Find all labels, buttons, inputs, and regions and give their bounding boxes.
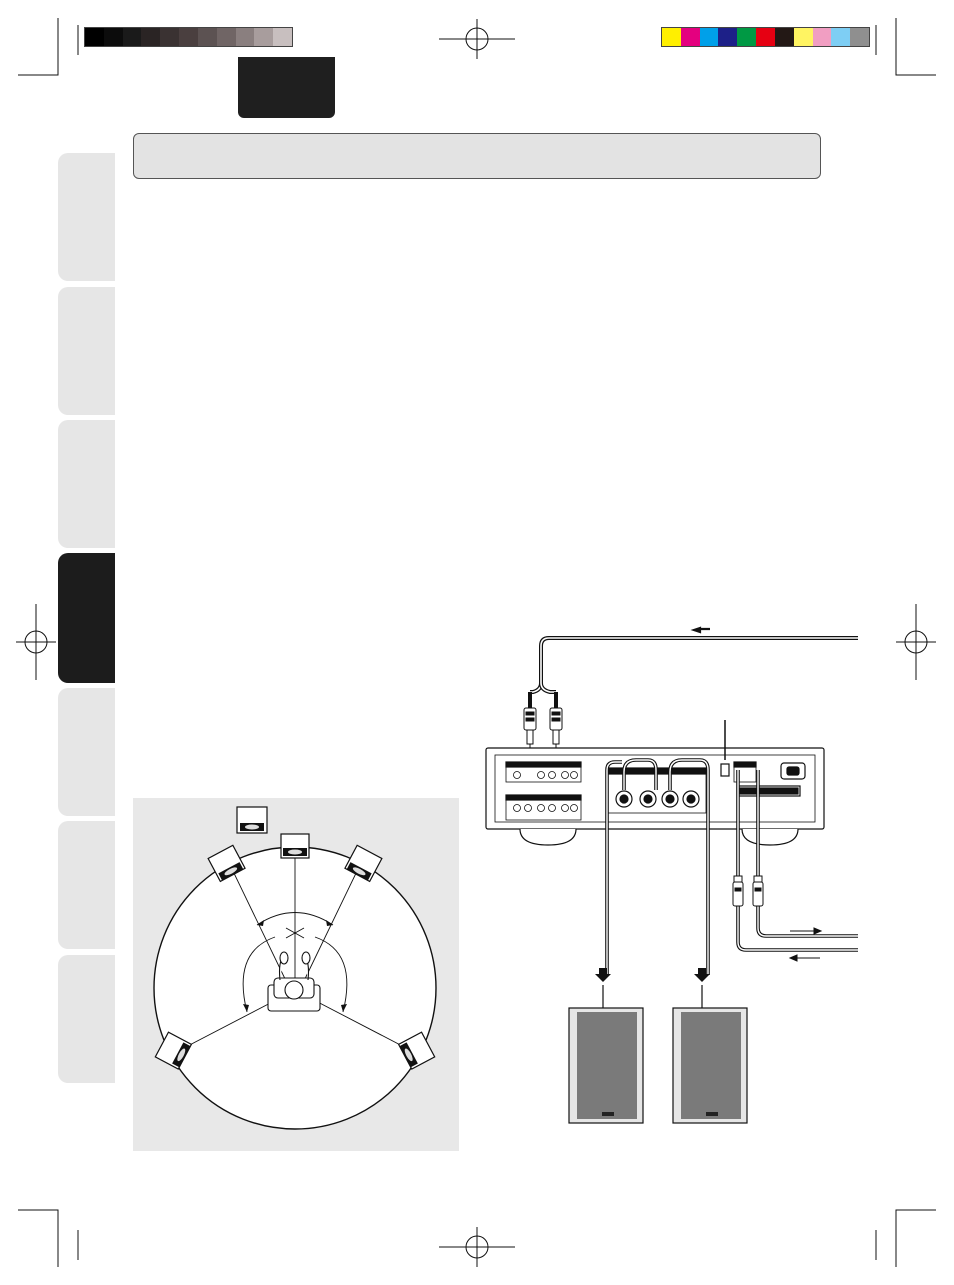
- listener-icon: [267, 951, 321, 1012]
- color-swatch: [793, 28, 813, 46]
- rca-plug-icon: [549, 707, 563, 758]
- speaker-icon: [280, 833, 310, 859]
- grayscale-calibration-bar: [84, 27, 293, 47]
- color-swatch: [718, 28, 738, 46]
- side-tab-3[interactable]: [58, 420, 115, 548]
- speaker-icon: [154, 1031, 193, 1070]
- gray-swatch: [85, 28, 104, 46]
- language-block: [238, 57, 335, 118]
- color-swatch: [774, 28, 794, 46]
- color-swatch: [850, 28, 869, 46]
- gray-swatch: [141, 28, 161, 46]
- arrow-icon: [595, 968, 710, 982]
- gray-swatch: [160, 28, 180, 46]
- side-tab-4[interactable]: [58, 553, 115, 683]
- color-swatch: [812, 28, 832, 46]
- color-swatch: [737, 28, 757, 46]
- color-swatch: [662, 28, 681, 46]
- gray-swatch: [122, 28, 142, 46]
- color-calibration-bar: [661, 27, 870, 47]
- gray-swatch: [273, 28, 292, 46]
- side-tab-6[interactable]: [58, 821, 115, 949]
- side-tab-7[interactable]: [58, 955, 115, 1083]
- section-title-bar: [133, 133, 821, 179]
- gray-swatch: [103, 28, 123, 46]
- registration-mark-icon: [895, 603, 937, 681]
- registration-mark-icon: [15, 603, 57, 681]
- gray-swatch: [179, 28, 198, 46]
- registration-mark-icon: [438, 1226, 516, 1268]
- speaker-icon: [207, 844, 246, 883]
- color-swatch: [699, 28, 719, 46]
- speaker-icon: [672, 1007, 748, 1124]
- side-tab-1[interactable]: [58, 153, 115, 281]
- color-swatch: [680, 28, 700, 46]
- connection-diagram: [485, 626, 858, 1124]
- color-swatch: [756, 28, 775, 46]
- gray-swatch: [216, 28, 236, 46]
- side-tab-5[interactable]: [58, 688, 115, 816]
- crop-mark-icon: [18, 18, 936, 1267]
- side-tab-2[interactable]: [58, 287, 115, 415]
- speaker-icon: [568, 1007, 644, 1124]
- speaker-placement-diagram: [153, 806, 437, 1130]
- gray-swatch: [235, 28, 255, 46]
- gray-swatch: [254, 28, 274, 46]
- speaker-icon: [344, 844, 383, 883]
- speaker-icon: [236, 806, 268, 834]
- arrow-icon: [690, 626, 710, 634]
- color-swatch: [831, 28, 851, 46]
- mini-plug-icon: [732, 875, 744, 907]
- gray-swatch: [197, 28, 217, 46]
- registration-mark-icon: [438, 18, 516, 60]
- arrow-icon: [788, 927, 823, 962]
- mini-plug-icon: [752, 875, 764, 907]
- speaker-icon: [397, 1031, 436, 1070]
